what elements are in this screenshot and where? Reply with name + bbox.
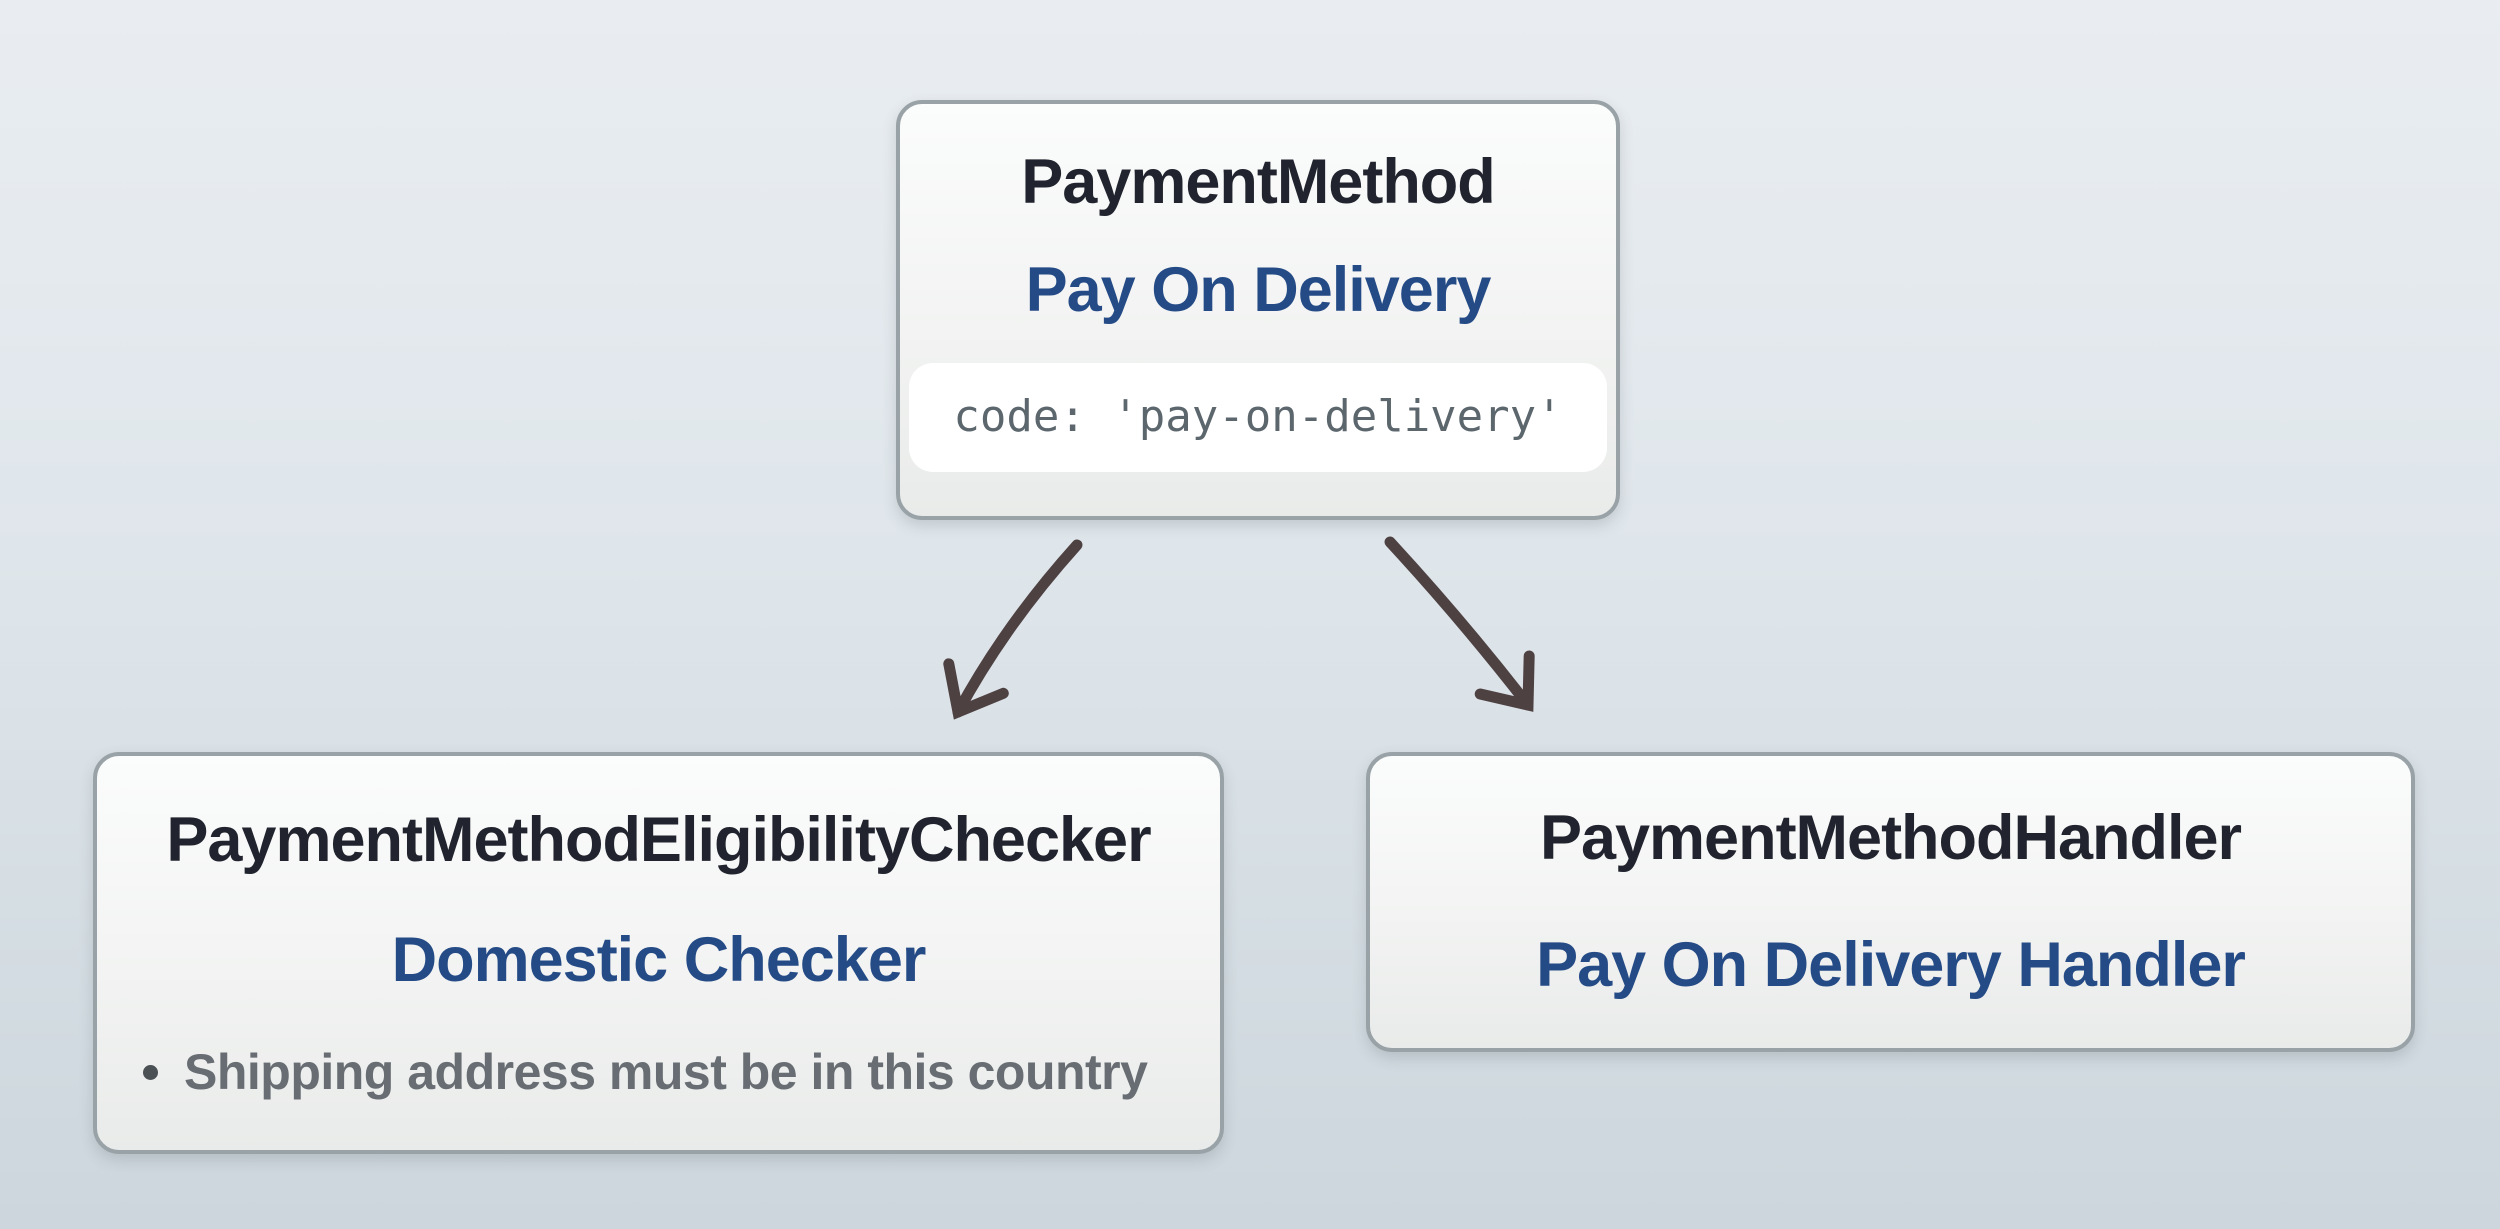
payment-method-code-badge: code: 'pay-on-delivery' <box>909 362 1607 472</box>
handler-title: PaymentMethodHandler <box>1539 802 2242 873</box>
handler-node: PaymentMethodHandler Pay On Delivery Han… <box>1366 752 2415 1052</box>
eligibility-checker-bullet-item: Shipping address must be in this country <box>143 1043 1148 1100</box>
eligibility-checker-title: PaymentMethodEligibilityChecker <box>166 805 1151 876</box>
eligibility-checker-bullet-text: Shipping address must be in this country <box>184 1043 1148 1100</box>
handler-subtitle: Pay On Delivery Handler <box>1536 930 2246 1000</box>
arrow-to-handler-icon <box>1384 536 1535 712</box>
eligibility-checker-node: PaymentMethodEligibilityChecker Domestic… <box>93 752 1224 1154</box>
bullet-dot-icon <box>143 1064 158 1080</box>
payment-method-title: PaymentMethod <box>1021 147 1496 218</box>
arrow-to-eligibility-checker-icon <box>943 539 1083 720</box>
payment-method-node: PaymentMethod Pay On Delivery code: 'pay… <box>896 100 1620 520</box>
eligibility-checker-subtitle: Domestic Checker <box>391 924 927 995</box>
payment-method-subtitle: Pay On Delivery <box>1025 254 1492 325</box>
